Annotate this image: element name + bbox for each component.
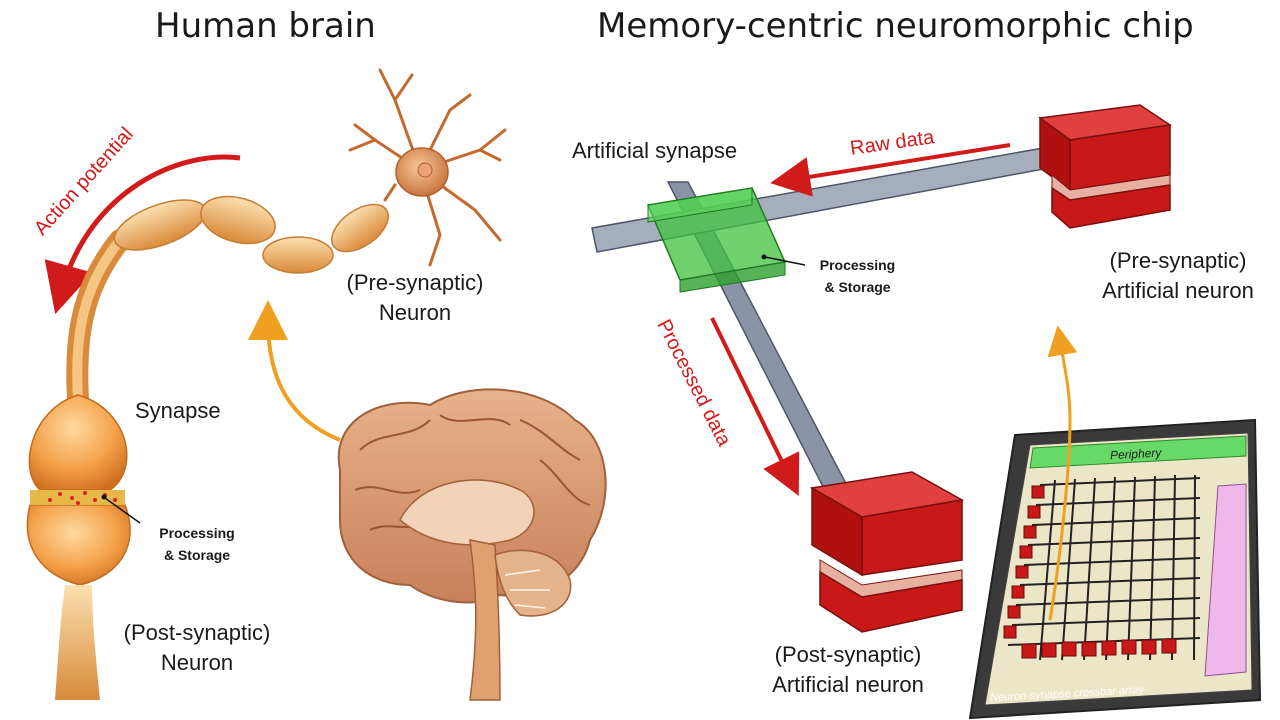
synapse-pointer <box>104 497 141 524</box>
post-synaptic-neuron-label: (Post-synaptic) Neuron <box>112 618 282 678</box>
pre-synaptic-line2: Neuron <box>378 300 452 325</box>
synapse-bulb <box>26 394 131 700</box>
periphery-label: Periphery <box>1109 445 1162 463</box>
post-synaptic-artificial-neuron-label: (Post-synaptic) Artificial neuron <box>748 640 948 700</box>
processed-data-arrow <box>710 317 800 496</box>
brain-processing-line1: Processing <box>159 525 235 541</box>
left-title: Human brain <box>155 6 376 46</box>
post-artificial-line2: Artificial neuron <box>772 672 924 697</box>
pre-synaptic-line1: (Pre-synaptic) <box>346 270 484 295</box>
pre-synaptic-artificial-neuron <box>1038 104 1173 229</box>
chip-processing-line2: & Storage <box>824 279 891 295</box>
post-synaptic-line2: Neuron <box>160 650 234 675</box>
post-synaptic-line1: (Post-synaptic) <box>123 620 271 645</box>
pre-synaptic-artificial-neuron-label: (Pre-synaptic) Artificial neuron <box>1078 246 1278 306</box>
brain-illustration <box>337 388 607 701</box>
chip-to-neuron-arrow <box>1047 325 1078 621</box>
brain-processing-label: Processing & Storage <box>142 522 252 566</box>
brain-processing-line2: & Storage <box>163 547 231 563</box>
action-potential-arrow <box>44 154 241 315</box>
artificial-synapse-block <box>646 187 787 293</box>
post-artificial-line1: (Post-synaptic) <box>774 642 922 667</box>
pre-artificial-line2: Artificial neuron <box>1102 278 1254 303</box>
synapse-chip-pointer <box>764 256 806 266</box>
chip-processing-line1: Processing <box>819 257 896 273</box>
synapse-label: Synapse <box>135 398 221 423</box>
right-title: Memory-centric neuromorphic chip <box>597 6 1194 46</box>
pre-artificial-line1: (Pre-synaptic) <box>1109 248 1247 273</box>
brain-to-neuron-arrow <box>248 300 341 442</box>
raw-data-arrow <box>770 143 1011 197</box>
chip-processing-label: Processing & Storage <box>800 254 915 298</box>
pre-synaptic-neuron-label: (Pre-synaptic) Neuron <box>345 268 485 328</box>
artificial-synapse-label: Artificial synapse <box>572 138 738 163</box>
crossbar-chip <box>968 418 1262 720</box>
post-synaptic-artificial-neuron <box>809 471 965 633</box>
axon-myelin-segments <box>113 195 389 274</box>
